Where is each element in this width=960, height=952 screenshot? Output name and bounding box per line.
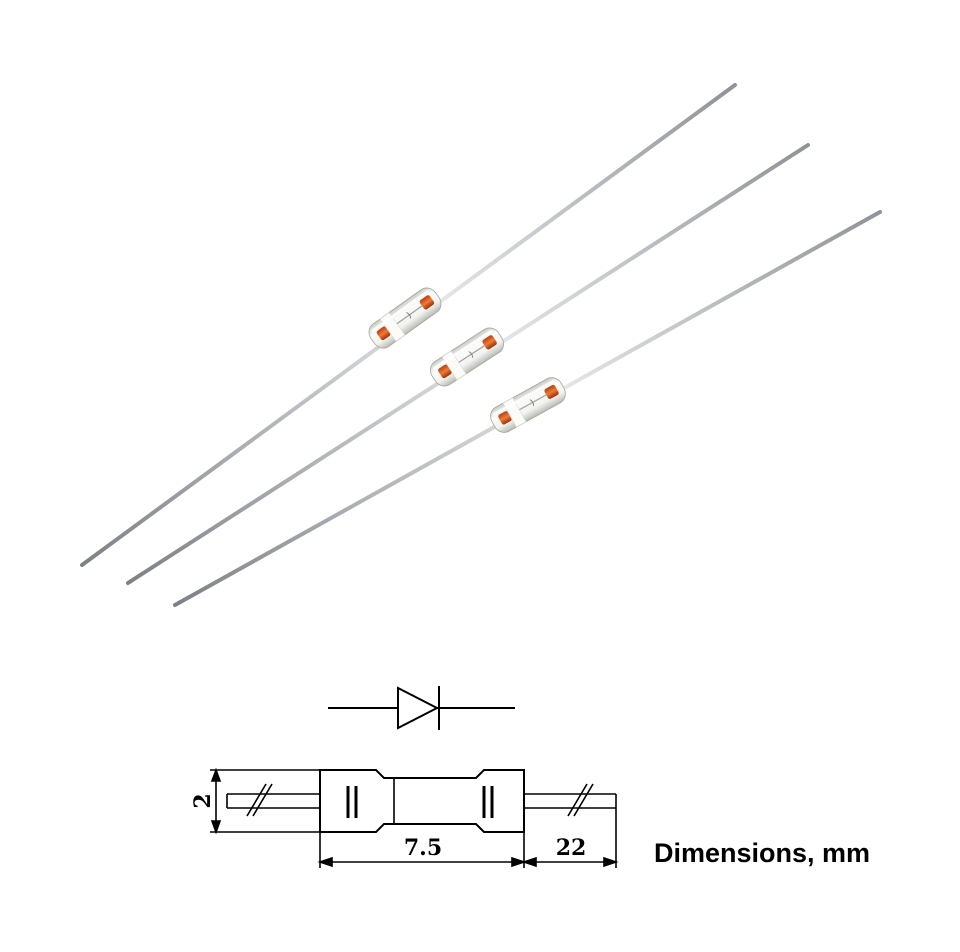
diode-photo bbox=[80, 83, 882, 607]
lead-length-dimension-line bbox=[521, 794, 619, 868]
diode-2 bbox=[126, 143, 810, 585]
right-lead bbox=[524, 783, 616, 817]
diameter-label: 2 bbox=[190, 793, 216, 808]
body-outline bbox=[319, 769, 525, 833]
left-lead bbox=[226, 783, 320, 817]
body-length-label: 7.5 bbox=[404, 835, 442, 861]
lead-length-label: 22 bbox=[556, 835, 587, 861]
diameter-dimension-line bbox=[210, 767, 320, 835]
dimension-drawing bbox=[210, 767, 619, 868]
diode-3 bbox=[173, 210, 882, 607]
dimensions-caption: Dimensions, mm bbox=[654, 838, 871, 868]
diode-1 bbox=[80, 83, 737, 567]
diode-symbol bbox=[328, 686, 515, 730]
